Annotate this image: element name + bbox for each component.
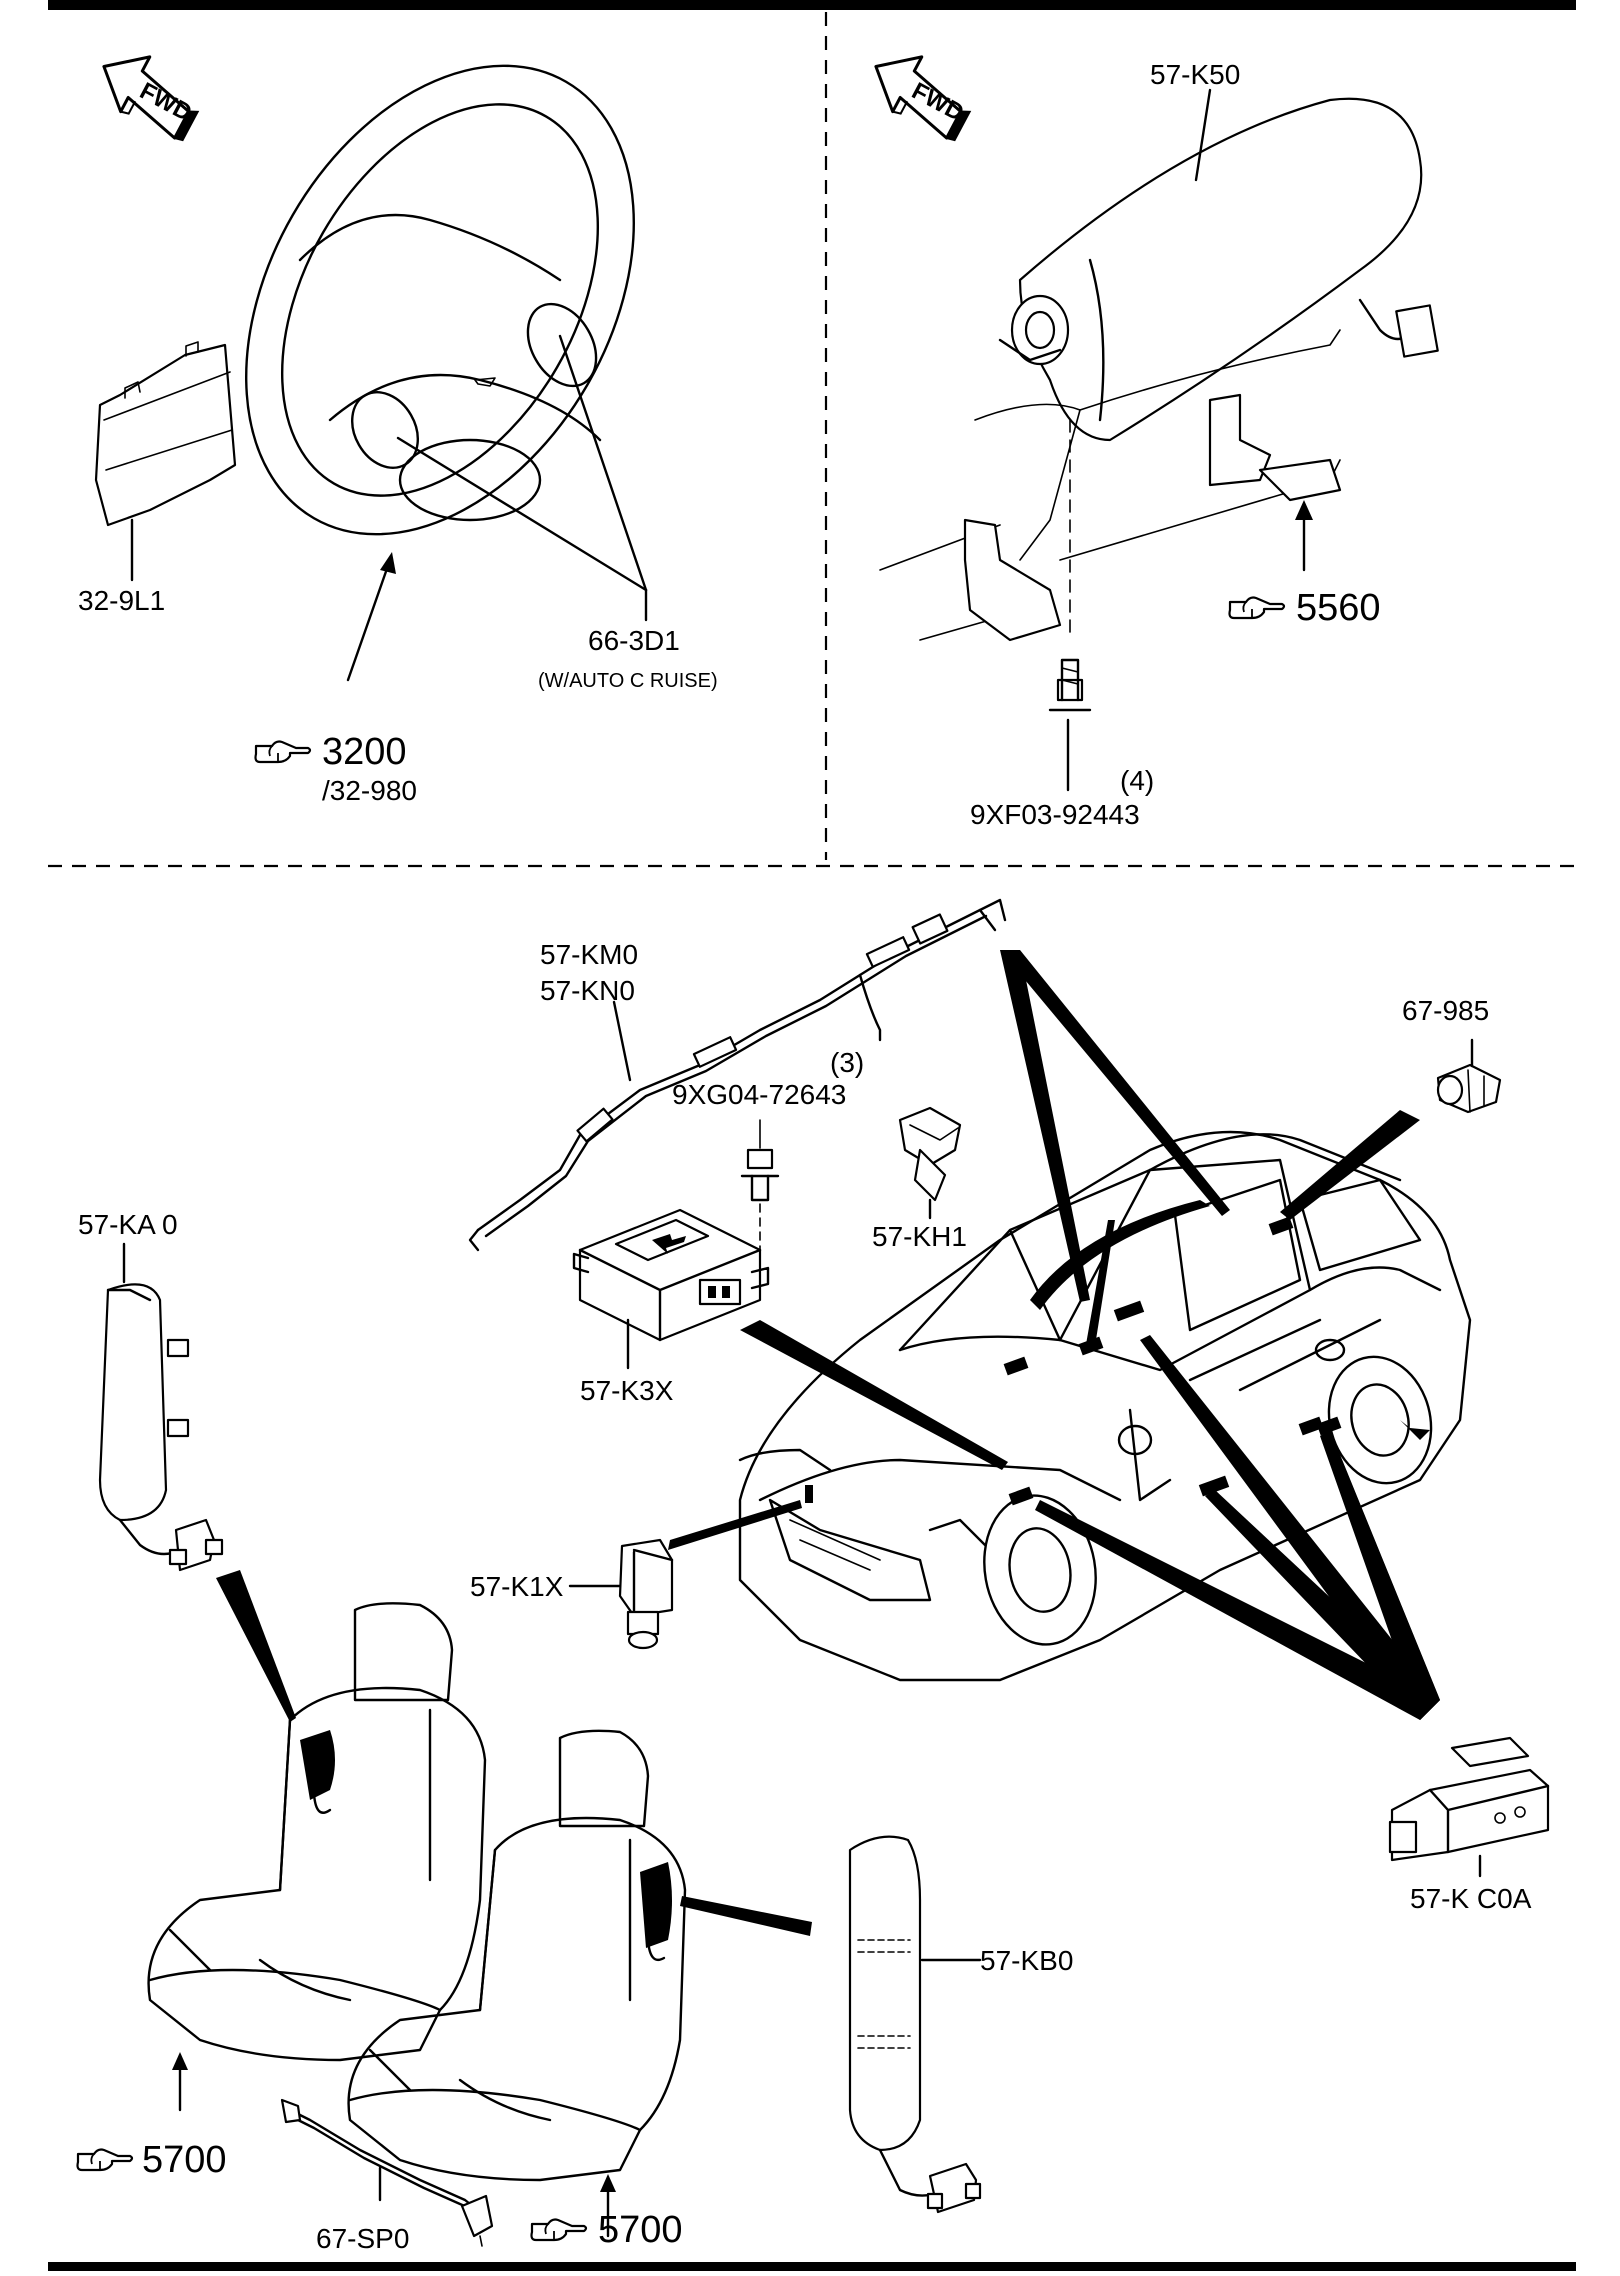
curtain-airbag-label-1: 57-KM0 bbox=[540, 939, 638, 970]
control-module-label: 57-K3X bbox=[580, 1375, 674, 1406]
bolt-front-label: 9XF03-92443 bbox=[970, 799, 1140, 830]
seat-right-ref: 5700 bbox=[598, 2209, 683, 2251]
side-sensor-part bbox=[1388, 1736, 1550, 1862]
clock-spring-part bbox=[1436, 1063, 1502, 1114]
clock-spring-label: 67-985 bbox=[1402, 995, 1489, 1026]
bolt-front bbox=[1048, 658, 1092, 712]
leader-wedge-left bbox=[216, 1570, 296, 1722]
front-sensor-label: 57-K1X bbox=[470, 1571, 564, 1602]
curtain-airbag bbox=[468, 898, 1007, 1252]
steering-cover-part bbox=[94, 341, 237, 527]
vehicle-sensor-markers bbox=[805, 1216, 1342, 1506]
passenger-airbag-label: 57-K50 bbox=[1150, 59, 1240, 90]
fwd-arrow-icon: FWD bbox=[859, 38, 984, 146]
instrument-panel-bracket bbox=[879, 329, 1342, 642]
leader-wedge-right bbox=[680, 1896, 812, 1936]
steering-wheel bbox=[245, 64, 635, 536]
seat-wire-part bbox=[280, 2098, 494, 2247]
passenger-airbag-module bbox=[998, 97, 1439, 442]
leader-wedges bbox=[668, 950, 1440, 1720]
seat-wire-label: 67-SP0 bbox=[316, 2223, 409, 2254]
side-airbag-left-part bbox=[98, 1283, 224, 1572]
pointing-hand-icon bbox=[254, 740, 312, 764]
side-airbag-left-label: 57-KA 0 bbox=[78, 1209, 178, 1240]
seat-left bbox=[147, 1602, 487, 2062]
control-module-part bbox=[572, 1208, 770, 1342]
bolt-front-qty: (4) bbox=[1120, 765, 1154, 796]
fwd-arrow-icon: FWD bbox=[87, 38, 212, 146]
seat-left-ref: 5700 bbox=[142, 2139, 227, 2181]
vehicle-illustration bbox=[738, 1130, 1472, 1682]
bolt-module bbox=[740, 1119, 780, 1261]
sensor-kh1-part bbox=[898, 1106, 962, 1202]
pointing-hand-icon bbox=[1228, 596, 1286, 620]
steering-cover-label: 32-9L1 bbox=[78, 585, 165, 616]
top-border bbox=[48, 0, 1576, 10]
pointing-hand-icon bbox=[530, 2218, 588, 2242]
steering-wheel-sub-ref: /32-980 bbox=[322, 775, 417, 806]
sensor-kh1-label: 57-KH1 bbox=[872, 1221, 967, 1252]
side-airbag-right-label: 57-KB0 bbox=[980, 1945, 1073, 1976]
steering-switch-label: 66-3D1 bbox=[588, 625, 680, 656]
bolt-module-label: 9XG04-72643 bbox=[672, 1079, 846, 1110]
bolt-module-qty: (3) bbox=[830, 1047, 864, 1078]
instrument-panel-ref: 5560 bbox=[1296, 587, 1381, 629]
side-sensor-label: 57-K C0A bbox=[1410, 1883, 1532, 1914]
bottom-border bbox=[48, 2262, 1576, 2271]
curtain-airbag-label-2: 57-KN0 bbox=[540, 975, 635, 1006]
pointing-hand-icon bbox=[76, 2148, 134, 2172]
seat-right bbox=[347, 1729, 687, 2182]
steering-wheel-ref: 3200 bbox=[322, 731, 407, 773]
steering-switch-note: (W/AUTO C RUISE) bbox=[538, 670, 718, 692]
side-airbag-right-part bbox=[848, 1835, 982, 2214]
front-sensor-part bbox=[618, 1538, 674, 1650]
